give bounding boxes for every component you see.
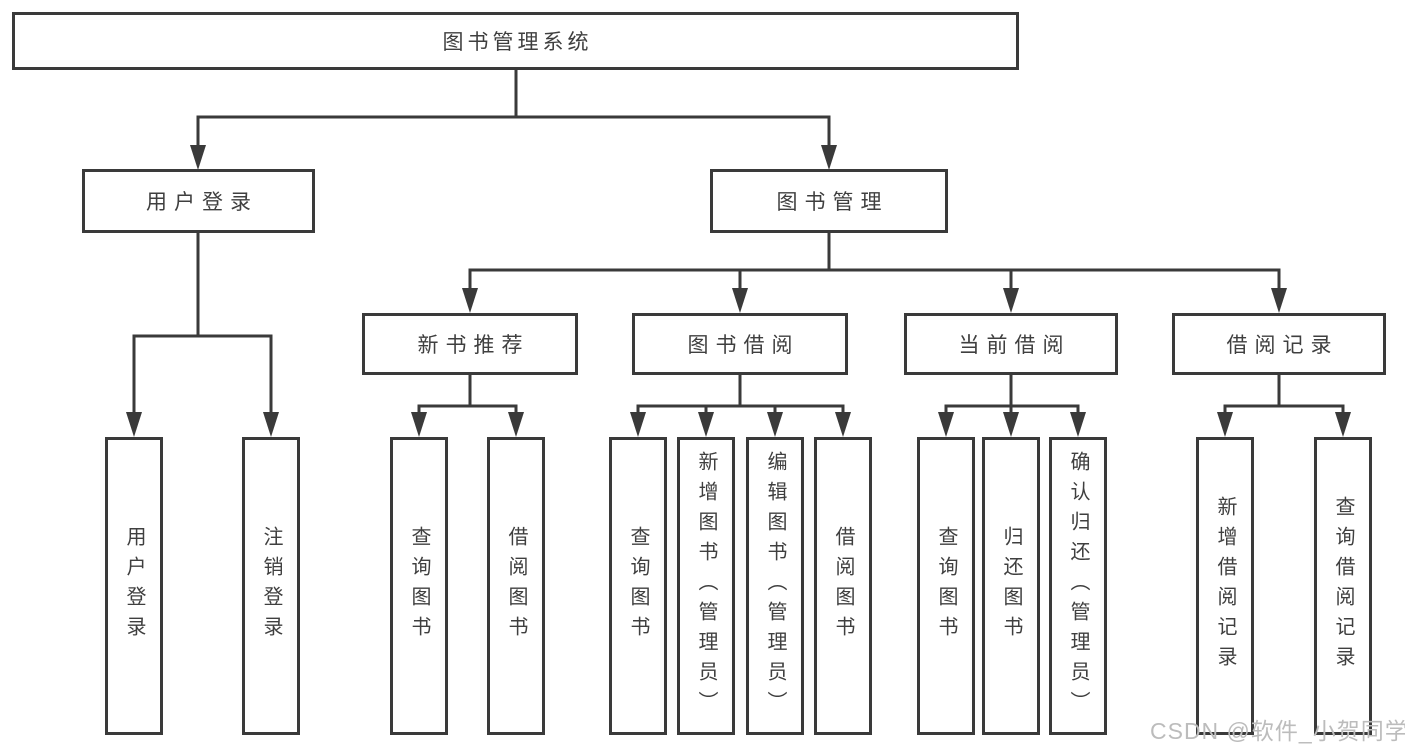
leaf-logout: 注销登录 (242, 437, 300, 735)
node-label: 借阅图书 (505, 526, 527, 646)
node-book-management: 图书管理 (710, 169, 948, 233)
node-label: 查询借阅记录 (1332, 496, 1354, 676)
node-label: 确认归还（管理员） (1067, 451, 1089, 721)
leaf-search-books-2: 查询图书 (609, 437, 667, 735)
node-borrowing-records: 借阅记录 (1172, 313, 1386, 375)
node-label: 查询图书 (935, 526, 957, 646)
node-user-login: 用户登录 (82, 169, 315, 233)
node-label: 归还图书 (1000, 526, 1022, 646)
node-label: 图书管理 (776, 191, 889, 214)
leaf-edit-books-admin: 编辑图书（管理员） (746, 437, 804, 735)
node-label: 新增图书（管理员） (695, 451, 717, 721)
node-label: 新增借阅记录 (1214, 496, 1236, 676)
node-label: 注销登录 (260, 526, 282, 646)
node-label: 图书借阅 (687, 334, 800, 357)
node-current-borrowing: 当前借阅 (904, 313, 1118, 375)
node-label: 查询图书 (408, 526, 430, 646)
leaf-search-books: 查询图书 (390, 437, 448, 735)
node-label: 图书管理系统 (442, 31, 593, 54)
node-label: 当前借阅 (958, 334, 1071, 357)
leaf-search-books-3: 查询图书 (917, 437, 975, 735)
node-root-library-system: 图书管理系统 (12, 12, 1019, 70)
leaf-search-borrow-record: 查询借阅记录 (1314, 437, 1372, 735)
node-label: 查询图书 (627, 526, 649, 646)
node-label: 新书推荐 (417, 334, 530, 357)
csdn-watermark: CSDN @软件_小贺同学 (1150, 718, 1405, 744)
node-new-book-recommendation: 新书推荐 (362, 313, 578, 375)
node-label: 借阅记录 (1226, 334, 1339, 357)
leaf-borrow-books-2: 借阅图书 (814, 437, 872, 735)
node-label: 编辑图书（管理员） (764, 451, 786, 721)
node-label: 用户登录 (123, 526, 145, 646)
node-book-borrowing: 图书借阅 (632, 313, 848, 375)
leaf-return-books: 归还图书 (982, 437, 1040, 735)
leaf-add-borrow-record: 新增借阅记录 (1196, 437, 1254, 735)
leaf-add-books-admin: 新增图书（管理员） (677, 437, 735, 735)
node-label: 借阅图书 (832, 526, 854, 646)
leaf-user-login: 用户登录 (105, 437, 163, 735)
node-label: 用户登录 (146, 191, 258, 214)
leaf-confirm-return-admin: 确认归还（管理员） (1049, 437, 1107, 735)
leaf-borrow-books: 借阅图书 (487, 437, 545, 735)
